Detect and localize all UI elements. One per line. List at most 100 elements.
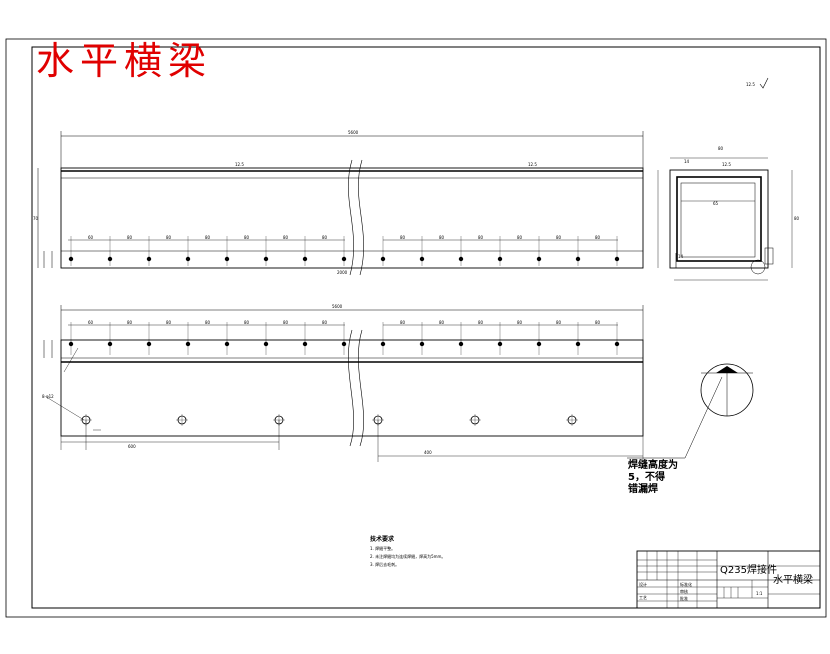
pitch-label: 80: [439, 320, 445, 325]
front-hole: [497, 256, 503, 262]
front-height-dim: 70: [33, 216, 39, 221]
side-width-dim: 80: [718, 146, 724, 151]
front-hole: [536, 256, 542, 262]
bottom-top-hole: [497, 341, 503, 347]
tech-note-1: 1. 焊缝平整。: [370, 545, 395, 551]
weld-note-2: 5，不得: [628, 470, 665, 483]
side-view: 80 14 12.5 65 80 14: [657, 146, 800, 281]
pitch-label: 80: [166, 235, 172, 240]
pitch-label: 80: [244, 235, 250, 240]
front-hole: [614, 256, 620, 262]
front-hole: [263, 256, 269, 262]
tb-label-approve: 批准: [680, 595, 688, 601]
bottom-top-hole: [146, 341, 152, 347]
front-hole: [224, 256, 230, 262]
tech-note-2: 2. 未注焊缝均为连续焊缝，焊高为5mm。: [370, 553, 445, 559]
svg-text:12.5: 12.5: [722, 162, 731, 167]
front-segment-dim: 2000: [337, 270, 348, 275]
svg-text:12.5: 12.5: [746, 82, 755, 87]
pitch-label: 60: [88, 235, 94, 240]
tb-scale: 1:1: [756, 591, 763, 596]
side-inner-dim: 65: [713, 201, 719, 206]
bottom-top-hole: [458, 341, 464, 347]
pitch-label: 80: [595, 320, 601, 325]
bottom-span-b: 400: [424, 450, 432, 455]
pitch-label: 80: [400, 320, 406, 325]
front-length-dim: 5600: [348, 130, 359, 135]
svg-text:14: 14: [678, 254, 684, 259]
tech-note-3: 3. 焊后去毛刺。: [370, 561, 399, 567]
pitch-label: 80: [244, 320, 250, 325]
front-hole: [458, 256, 464, 262]
pitch-label: 80: [127, 235, 133, 240]
bottom-top-hole: [380, 341, 386, 347]
front-hole: [146, 256, 152, 262]
inner-frame: [31, 46, 821, 609]
front-hole: [107, 256, 113, 262]
outer-border: [5, 38, 827, 618]
bottom-top-hole: [536, 341, 542, 347]
pitch-label: 80: [283, 320, 289, 325]
pitch-label: 80: [556, 235, 562, 240]
bottom-top-hole: [185, 341, 191, 347]
front-hole: [302, 256, 308, 262]
front-hole: [341, 256, 347, 262]
weld-note-3: 错漏焊: [628, 482, 658, 495]
technical-requirements: 技术要求 1. 焊缝平整。 2. 未注焊缝均为连续焊缝，焊高为5mm。 3. 焊…: [370, 535, 445, 567]
bottom-overall-dim: 5600: [332, 304, 343, 309]
pitch-label: 80: [517, 235, 523, 240]
svg-text:12.5: 12.5: [528, 162, 537, 167]
bottom-view: 5600 8-φ12 600 400: [42, 304, 644, 462]
bottom-hole-row-top: 60 80 80 80 80 80 80 80 80 80 80 80 80: [68, 320, 620, 355]
pitch-label: 80: [127, 320, 133, 325]
front-view: 5600 12.5 12.5 70 2000: [33, 130, 644, 276]
bottom-top-hole: [302, 341, 308, 347]
pitch-label: 80: [595, 235, 601, 240]
title-block-material: Q235焊接件: [720, 563, 777, 576]
pitch-label: 80: [400, 235, 406, 240]
pitch-label: 80: [322, 235, 328, 240]
svg-text:14: 14: [684, 159, 690, 164]
front-hole: [185, 256, 191, 262]
pitch-label: 80: [166, 320, 172, 325]
title-block-name: 水平横梁: [773, 573, 813, 586]
tb-label-craft: 工艺: [639, 595, 647, 600]
front-hole: [68, 256, 74, 262]
bottom-top-hole: [68, 341, 74, 347]
roughness-symbol: 12.5: [746, 77, 769, 89]
bottom-span-a: 600: [128, 444, 136, 449]
pitch-label: 80: [478, 320, 484, 325]
pitch-label: 80: [283, 235, 289, 240]
bottom-hole-label: 8-φ12: [42, 394, 54, 399]
weld-detail: 焊缝高度为 5，不得 错漏焊: [627, 363, 754, 495]
pitch-label: 60: [88, 320, 94, 325]
front-hole: [419, 256, 425, 262]
pitch-label: 80: [556, 320, 562, 325]
svg-text:12.5: 12.5: [235, 162, 244, 167]
pitch-label: 80: [322, 320, 328, 325]
bottom-top-hole: [263, 341, 269, 347]
bottom-top-hole: [107, 341, 113, 347]
bottom-top-hole: [341, 341, 347, 347]
bottom-top-hole: [575, 341, 581, 347]
pitch-label: 80: [517, 320, 523, 325]
front-hole: [380, 256, 386, 262]
front-hole-row: 60 80 80 80 80 80 80 80 80 80 80 80 80: [68, 235, 620, 266]
tb-label-review: 审核: [680, 588, 688, 594]
title-block: Q235焊接件 水平横梁 设计 工艺 标准化 审核 批准 1:1: [636, 550, 821, 609]
drawing-title: 水平横梁: [36, 39, 212, 83]
front-hole: [575, 256, 581, 262]
bottom-top-hole: [419, 341, 425, 347]
pitch-label: 80: [439, 235, 445, 240]
pitch-label: 80: [205, 320, 211, 325]
tech-notes-heading: 技术要求: [370, 535, 395, 543]
tb-label-std: 标准化: [680, 581, 692, 587]
bottom-top-hole: [224, 341, 230, 347]
bottom-hole-row-large: [80, 414, 578, 426]
tb-label-design: 设计: [639, 581, 647, 587]
pitch-label: 80: [205, 235, 211, 240]
bottom-top-hole: [614, 341, 620, 347]
weld-note-1: 焊缝高度为: [628, 458, 678, 471]
pitch-label: 80: [478, 235, 484, 240]
